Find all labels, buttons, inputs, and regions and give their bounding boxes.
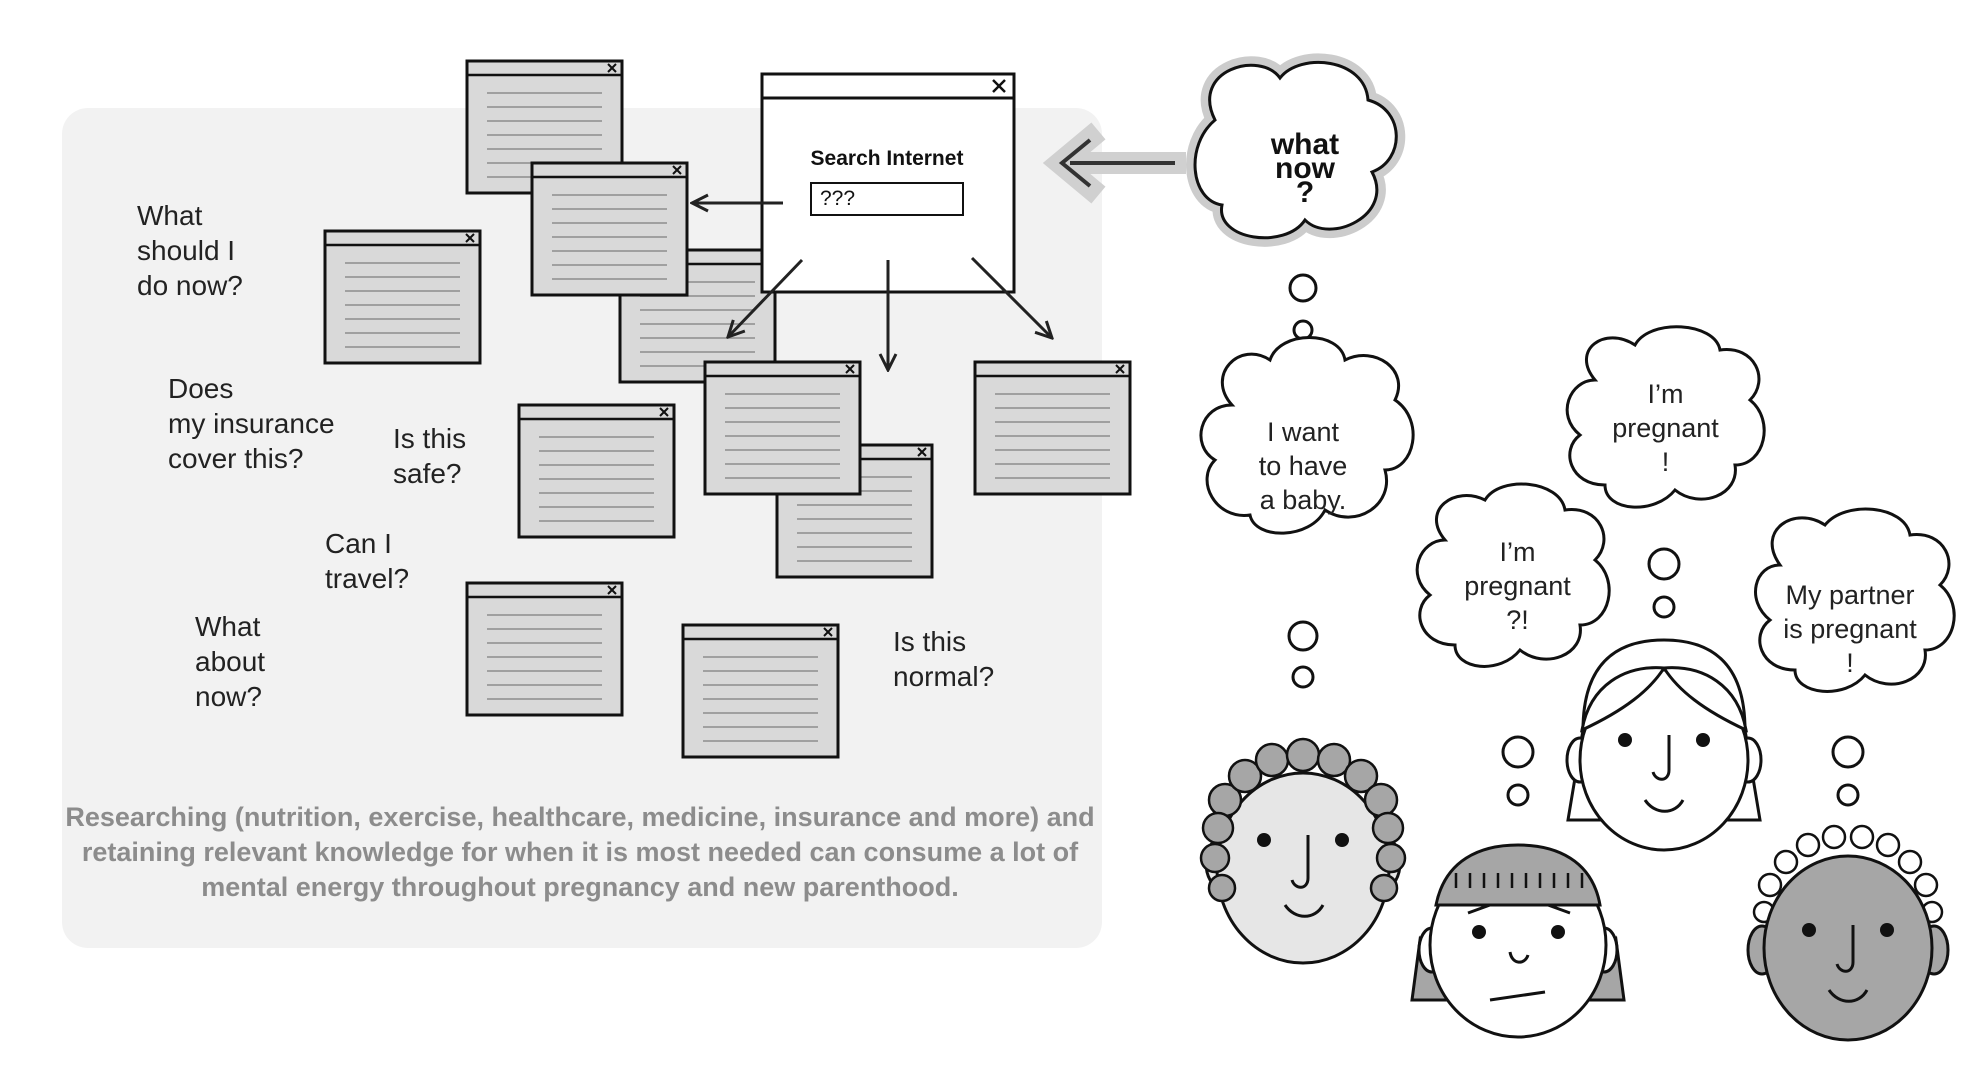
person-dark-curly <box>1746 824 1950 1042</box>
partner-pregnant-cloud <box>1754 507 1956 693</box>
want-baby-cloud <box>1199 336 1415 535</box>
browser-window <box>517 403 676 539</box>
thought-dot <box>1506 783 1530 807</box>
thought-dot <box>1501 735 1535 769</box>
thought-dot <box>1288 273 1318 303</box>
person-curly-hair <box>1199 737 1407 965</box>
question-is-this-normal: Is this normal? <box>893 626 995 692</box>
pregnant-question-text: I’m pregnant ?! <box>1464 537 1571 635</box>
question-what-about-now: What about now? <box>195 611 266 712</box>
thought-dot <box>1652 595 1676 619</box>
thought-dot <box>1291 665 1315 689</box>
close-icon <box>607 585 617 595</box>
close-icon <box>465 233 475 243</box>
person-worried <box>1410 843 1626 1039</box>
arrow-to-search <box>1042 122 1186 204</box>
caption: Researching (nutrition, exercise, health… <box>65 802 1095 902</box>
what-now-line: ? <box>1295 176 1315 209</box>
close-icon <box>823 627 833 637</box>
thought-dot <box>1836 783 1860 807</box>
close-icon <box>672 165 682 175</box>
thought-dot <box>1647 547 1681 581</box>
close-icon <box>1115 364 1125 374</box>
what-now-cloud <box>1186 53 1406 247</box>
question-does-insurance-cover: Does my insurance cover this? <box>168 373 335 474</box>
search-window-title: Search Internet <box>810 147 964 170</box>
browser-window <box>973 360 1132 496</box>
close-icon <box>845 364 855 374</box>
person-long-hair <box>1565 638 1763 852</box>
close-icon <box>607 63 617 73</box>
question-what-should-i-do-now: What should I do now? <box>137 200 243 301</box>
partner-pregnant-text: My partner is pregnant ! <box>1783 580 1917 678</box>
pregnant-text: I’m pregnant ! <box>1612 379 1719 477</box>
thought-dot <box>1287 620 1319 652</box>
browser-window <box>703 360 862 496</box>
search-input[interactable]: ??? <box>810 182 964 216</box>
browser-window <box>323 229 482 365</box>
question-can-i-travel: Can I travel? <box>325 528 410 594</box>
arrow-down-right <box>970 256 1052 338</box>
close-icon <box>659 407 669 417</box>
pregnant-cloud <box>1565 325 1766 509</box>
close-icon <box>992 79 1006 93</box>
browser-window <box>530 161 689 297</box>
thought-dot <box>1831 735 1865 769</box>
what-now-text: what now ? <box>1235 128 1375 209</box>
want-baby-text: I want to have a baby. <box>1258 417 1348 515</box>
close-icon <box>917 447 927 457</box>
question-is-this-safe: Is this safe? <box>393 423 467 489</box>
what-now-line: what <box>1270 128 1340 161</box>
browser-window <box>681 623 840 759</box>
pregnant-question-cloud <box>1415 482 1611 668</box>
arrow-down-left <box>728 258 804 337</box>
what-now-line: now <box>1275 152 1335 185</box>
browser-window <box>465 581 624 717</box>
